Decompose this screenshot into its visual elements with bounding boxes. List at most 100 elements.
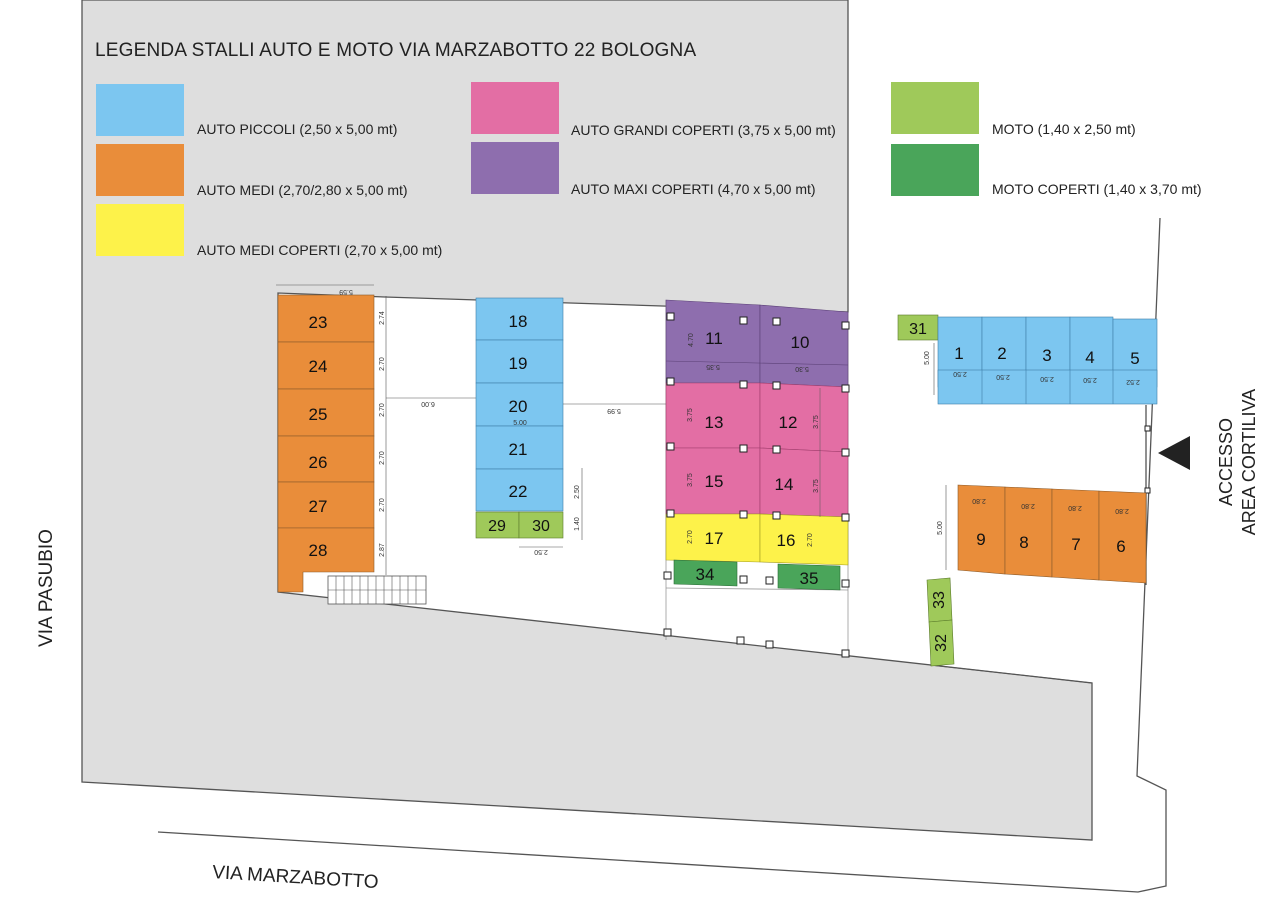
stall-label: 21 bbox=[509, 440, 528, 459]
stall-8 bbox=[1004, 486, 1053, 578]
dimension-label: 2.80 bbox=[1021, 502, 1035, 509]
dimensions-center: 5.99 2.50 1.40 2.50 bbox=[519, 403, 666, 555]
dimension-label: 5.00 bbox=[513, 420, 527, 427]
stall-label: 19 bbox=[509, 354, 528, 373]
dimension-label: 2.70 bbox=[687, 530, 694, 544]
stall-31 bbox=[897, 314, 939, 341]
dimension-label: 2.50 bbox=[996, 373, 1010, 380]
dimension-label: 2.80 bbox=[972, 497, 986, 504]
stall-label: 16 bbox=[777, 531, 796, 550]
stall-28 bbox=[277, 527, 375, 593]
dimension-label: 2.50 bbox=[1083, 376, 1097, 383]
stall-label: 7 bbox=[1071, 535, 1080, 554]
dimension-label: 4.70 bbox=[688, 333, 695, 347]
stall-group-right-top: 31 1 2 3 4 5 bbox=[897, 314, 1158, 405]
dimension-label: 5.35 bbox=[706, 363, 720, 370]
stall-group-left: 23 24 25 26 27 28 bbox=[277, 294, 375, 593]
stall-29 bbox=[475, 511, 520, 539]
dimension-label: 2.70 bbox=[379, 451, 386, 465]
stall-group-center-left: 18 19 20 21 22 29 30 5.00 bbox=[475, 297, 564, 539]
stall-12 bbox=[759, 382, 849, 453]
dimension-label: 2.74 bbox=[379, 311, 386, 325]
pillars bbox=[663, 312, 1151, 658]
legend-swatch bbox=[471, 82, 559, 134]
stall-label: 12 bbox=[779, 413, 798, 432]
access-label: ACCESSO bbox=[1216, 418, 1236, 506]
dimensions-right-top: 5.00 2.50 2.50 2.50 2.50 2.52 bbox=[924, 343, 1140, 395]
dimension-label: 2.70 bbox=[379, 357, 386, 371]
stall-19 bbox=[475, 339, 564, 384]
stall-label: 26 bbox=[309, 453, 328, 472]
legend-swatch bbox=[96, 144, 184, 196]
dimension-label: 5.00 bbox=[937, 521, 944, 535]
legend-label: AUTO PICCOLI (2,50 x 5,00 mt) bbox=[197, 121, 398, 137]
dimension-label: 2.70 bbox=[807, 533, 814, 547]
dimension-label: 3.75 bbox=[687, 408, 694, 422]
stall-6 bbox=[1098, 490, 1147, 584]
stall-label: 33 bbox=[931, 591, 948, 609]
legend-label: MOTO COPERTI (1,40 x 3,70 mt) bbox=[992, 181, 1202, 197]
stall-22 bbox=[475, 468, 564, 512]
stall-16 bbox=[759, 513, 849, 566]
stall-label: 17 bbox=[705, 529, 724, 548]
guide-line bbox=[665, 587, 849, 591]
stall-label: 27 bbox=[309, 497, 328, 516]
dimension-label: 2.50 bbox=[953, 370, 967, 377]
dimension-label: 3.75 bbox=[813, 479, 820, 493]
stall-label: 13 bbox=[705, 413, 724, 432]
dimension-label: 1.40 bbox=[574, 517, 581, 531]
legend-swatch bbox=[96, 84, 184, 136]
stall-label: 1 bbox=[954, 344, 963, 363]
stall-label: 11 bbox=[705, 329, 723, 348]
stall-label: 32 bbox=[933, 634, 950, 652]
stall-group-right-bottom: 9 8 7 6 2.80 2.80 2.80 2.80 5.00 bbox=[937, 484, 1147, 584]
stall-label: 22 bbox=[509, 482, 528, 501]
stall-label: 3 bbox=[1042, 346, 1051, 365]
stall-label: 30 bbox=[532, 518, 550, 535]
stall-21 bbox=[475, 425, 564, 470]
stall-label: 8 bbox=[1019, 533, 1028, 552]
stall-32 bbox=[928, 619, 955, 667]
dimension-label: 2.80 bbox=[1115, 507, 1129, 514]
stall-23 bbox=[277, 294, 375, 343]
dimension-label: 5.00 bbox=[924, 351, 931, 365]
dimensions-center-block: 4.70 5.35 5.30 3.75 3.75 3.75 3.75 2.70 … bbox=[687, 333, 821, 547]
dimension-label: 2.70 bbox=[379, 403, 386, 417]
legend-label: AUTO MEDI (2,70/2,80 x 5,00 mt) bbox=[197, 182, 408, 198]
stall-35 bbox=[777, 563, 841, 591]
stall-label: 28 bbox=[309, 541, 328, 560]
legend-title: LEGENDA STALLI AUTO E MOTO VIA MARZABOTT… bbox=[95, 40, 697, 61]
stall-label: 18 bbox=[509, 312, 528, 331]
stall-label: 29 bbox=[488, 518, 506, 535]
dimension-label: 3.75 bbox=[813, 415, 820, 429]
dimension-label: 2.87 bbox=[379, 543, 386, 557]
dimension-label: 3.75 bbox=[687, 473, 694, 487]
stall-24 bbox=[277, 341, 375, 390]
stall-26 bbox=[277, 435, 375, 483]
legend-label: AUTO GRANDI COPERTI (3,75 x 5,00 mt) bbox=[571, 122, 836, 138]
stall-label: 6 bbox=[1116, 537, 1125, 556]
street-label-pasubio: VIA PASUBIO bbox=[36, 529, 57, 647]
stall-label: 2 bbox=[997, 344, 1006, 363]
courtyard-line bbox=[929, 664, 1093, 684]
stall-label: 4 bbox=[1085, 348, 1094, 367]
legend-swatch bbox=[891, 144, 979, 196]
stall-label: 14 bbox=[775, 475, 794, 494]
stall-label: 31 bbox=[909, 321, 927, 338]
stall-group-moto-right: 33 32 bbox=[926, 577, 955, 667]
stall-label: 5 bbox=[1130, 349, 1139, 368]
stall-30 bbox=[518, 511, 564, 539]
access-label: AREA CORTILIVA bbox=[1239, 389, 1259, 535]
stall-label: 9 bbox=[976, 530, 985, 549]
stall-25 bbox=[277, 388, 375, 437]
dimension-label: 5.30 bbox=[795, 365, 809, 372]
legend-label: MOTO (1,40 x 2,50 mt) bbox=[992, 121, 1136, 137]
stall-label: 23 bbox=[309, 313, 328, 332]
dimension-label: 5.59 bbox=[339, 288, 353, 295]
stall-label: 25 bbox=[309, 405, 328, 424]
legend-swatch bbox=[471, 142, 559, 194]
legend-swatch bbox=[891, 82, 979, 134]
dimensions-left: 5.59 2.74 2.70 2.70 2.70 2.70 2.87 6.00 bbox=[276, 284, 476, 575]
stall-14 bbox=[759, 447, 849, 518]
